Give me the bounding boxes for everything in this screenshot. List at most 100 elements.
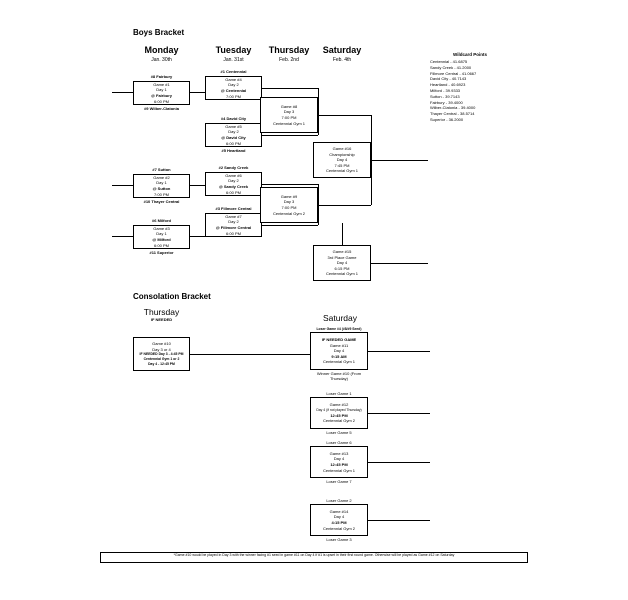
game-number: Game #6 bbox=[225, 172, 242, 178]
game-site: Centennial Gym 1 bbox=[272, 120, 305, 126]
seed-label-above-game6: #2 Sandy Creek bbox=[218, 165, 249, 170]
column-date: Jan. 31st bbox=[223, 56, 244, 63]
game-day: Day 4 bbox=[333, 456, 345, 462]
seed-label-above-game7: #3 Fillmore Central bbox=[215, 206, 252, 211]
wildcard-entry: Thayer Central - 38.5714 bbox=[430, 111, 475, 117]
game-day: Day 2 bbox=[228, 219, 239, 225]
wildcard-entry: Fairbury - 39.4000 bbox=[430, 99, 463, 105]
consolation-bracket-title: Consolation Bracket bbox=[133, 292, 211, 301]
consolation-header-thursday: Thursday bbox=[143, 307, 180, 317]
game-time: 7:00 PM bbox=[281, 205, 297, 210]
column-header-tuesday: Tuesday Jan. 31st bbox=[205, 45, 262, 63]
game-label: Championship bbox=[329, 151, 355, 157]
game-day: Day 2 bbox=[228, 82, 239, 88]
game-site: Centennial Gym 2 bbox=[322, 418, 355, 424]
game-time: 6:00 PM bbox=[226, 140, 241, 146]
column-date: Feb. 4th bbox=[332, 56, 352, 63]
column-day: Thursday bbox=[268, 45, 310, 55]
game-time: 12:45 PM bbox=[330, 462, 348, 467]
game-label: 3rd Place Game bbox=[327, 254, 357, 260]
wildcard-entry: Sandy Creek - 41.2000 bbox=[430, 64, 472, 70]
wildcard-entry: Heartland - 40.6923 bbox=[430, 82, 466, 88]
game-number: Game #8 bbox=[280, 103, 298, 109]
game-time: 9:15 AM bbox=[331, 353, 347, 359]
game-site: @ David City bbox=[221, 135, 246, 140]
connector-line bbox=[112, 92, 133, 93]
game-day: Day 4 (if not played Thursday) bbox=[316, 407, 362, 412]
column-header-thursday: Thursday Feb. 2nd bbox=[260, 45, 318, 63]
game-day: Day 4 bbox=[336, 260, 348, 266]
game-box-1: Game #1 Day 1 @ Fairbury 6:00 PM bbox=[133, 81, 190, 105]
game-number: Game #3 bbox=[153, 225, 170, 231]
wildcard-points: Wildcard Points Centennial - 41.6875 San… bbox=[430, 52, 510, 123]
wildcard-entry: Superior - 36.2000 bbox=[430, 116, 464, 122]
game-day: Day 1 bbox=[156, 180, 167, 186]
game-box-5: Game #5 Day 2 @ David City 6:00 PM bbox=[205, 123, 262, 147]
connector-line bbox=[368, 351, 430, 352]
game-number: Game #13 bbox=[329, 450, 349, 456]
connector-line bbox=[190, 354, 310, 355]
game-site: Centennial Gym 1 bbox=[325, 168, 358, 174]
game-time: 7:45 PM bbox=[334, 162, 350, 168]
connector-line bbox=[342, 223, 343, 245]
column-date: Feb. 2nd bbox=[279, 56, 299, 63]
game-day: Day 3 or 4 bbox=[152, 346, 171, 352]
column-day: Tuesday bbox=[215, 45, 252, 55]
championship-game-box: Game #16 Championship Day 4 7:45 PM Cent… bbox=[313, 142, 371, 178]
game-time: 6:00 PM bbox=[154, 98, 169, 104]
connector-line bbox=[262, 88, 318, 89]
feeder-label-below-game13: Loser Game 7 bbox=[326, 479, 352, 484]
game-number: Game #4 bbox=[225, 76, 242, 82]
game-site: @ Sutton bbox=[152, 186, 171, 191]
seed-label-above-game3: #6 Milford bbox=[152, 218, 171, 223]
connector-line bbox=[371, 160, 428, 161]
game-box-13: Game #13 Day 4 12:45 PM Centennial Gym 1 bbox=[310, 446, 368, 478]
game-time: 6:00 PM bbox=[226, 189, 241, 195]
game-box-8: Game #8 Day 3 7:00 PM Centennial Gym 1 bbox=[260, 97, 318, 133]
seed-label-below-game1: #9 Wilber-Clatonia bbox=[144, 106, 179, 111]
game-number: Game #10 bbox=[152, 341, 171, 347]
game-box-9: Game #9 Day 3 7:00 PM Centennial Gym 2 bbox=[260, 187, 318, 223]
wildcard-entry: Centennial - 41.6875 bbox=[430, 59, 468, 64]
game-site: Centennial Gym 1 bbox=[325, 271, 358, 277]
connector-line bbox=[262, 184, 318, 185]
game-time: 7:00 PM bbox=[226, 93, 241, 99]
game-number: Game #12 bbox=[329, 402, 349, 408]
seed-label-above-game1: #8 Fairbury bbox=[150, 74, 173, 79]
wildcard-entry: Wilber-Clatonia - 39.4000 bbox=[430, 105, 476, 111]
game-box-7: Game #7 Day 2 @ Fillmore Central 6:00 PM bbox=[205, 213, 262, 237]
consolation-header-saturday: Saturday bbox=[322, 313, 358, 323]
game-box-4: Game #4 Day 2 @ Centennial 7:00 PM bbox=[205, 76, 262, 100]
consolation-if-needed-note: IF NEEDED bbox=[150, 317, 173, 322]
feeder-label-below-game11: Winner Game #10 (From Thursday) bbox=[316, 371, 362, 381]
game-site: Centennial Gym 1 or 2 bbox=[143, 357, 180, 362]
seed-label-above-game2: #7 Sutton bbox=[152, 167, 171, 172]
game-day: Day 4 bbox=[333, 514, 345, 520]
game-time: 6:15 PM bbox=[334, 265, 350, 271]
game-number: Game #11 bbox=[329, 342, 349, 348]
connector-line bbox=[112, 185, 133, 186]
game-box-12: Game #12 Day 4 (if not played Thursday) … bbox=[310, 397, 368, 429]
game-box-14: Game #14 Day 4 4:15 PM Centennial Gym 2 bbox=[310, 504, 368, 536]
connector-line bbox=[190, 185, 205, 186]
game-box-2: Game #2 Day 1 @ Sutton 7:00 PM bbox=[133, 174, 190, 198]
feeder-label-below-game14: Loser Game 3 bbox=[326, 537, 352, 542]
game-day: Day 4 bbox=[333, 348, 345, 354]
game-number: Game #16 bbox=[332, 146, 352, 152]
seed-label-above-game5: #4 David City bbox=[220, 116, 247, 121]
game-site: Centennial Gym 2 bbox=[322, 525, 355, 531]
third-place-game-box: Game #15 3rd Place Game Day 4 6:15 PM Ce… bbox=[313, 245, 371, 281]
connector-line bbox=[318, 184, 319, 225]
game-day: Day 3 bbox=[283, 199, 295, 205]
connector-line bbox=[190, 236, 205, 237]
game-box-11: IF NEEDED GAME Game #11 Day 4 9:15 AM Ce… bbox=[310, 332, 368, 370]
connector-line bbox=[262, 135, 318, 136]
game-site: Centennial Gym 2 bbox=[272, 210, 305, 216]
game-site: @ Centennial bbox=[220, 88, 247, 93]
seed-label-below-game2: #10 Thayer Central bbox=[143, 199, 180, 204]
seed-label-above-game4: #1 Centennial bbox=[220, 69, 247, 74]
game-box-6: Game #6 Day 2 @ Sandy Creek 6:00 PM bbox=[205, 172, 262, 196]
connector-line bbox=[368, 520, 430, 521]
boys-bracket-title: Boys Bracket bbox=[133, 28, 185, 37]
